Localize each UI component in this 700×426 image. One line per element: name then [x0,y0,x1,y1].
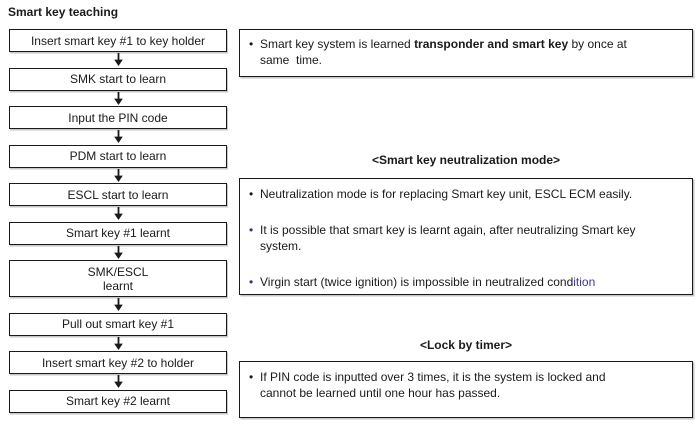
flow-step-smk-start: SMK start to learn [9,67,227,91]
down-arrow-icon [9,206,227,222]
flow-step-label: Smart key #2 learnt [65,394,171,408]
note-text: It is possible that smart key is learnt … [260,223,636,253]
note-item: • It is possible that smart key is learn… [249,222,684,254]
down-arrow-icon [9,168,227,184]
bullet-icon: • [249,275,254,289]
note-item: • Virgin start (twice ignition) is impos… [249,274,684,290]
down-arrow-icon [9,91,227,107]
down-arrow-icon [9,52,227,68]
flow-step-insert-key2: Insert smart key #2 to holder [9,351,227,374]
flow-step-label: SMK start to learn [69,72,167,86]
note-item: • If PIN code is inputted over 3 times, … [249,369,684,401]
flow-step-pdm-start: PDM start to learn [9,144,227,168]
note-text-segment: Virgin start (twice ignition) is impossi… [260,275,574,289]
teaching-note-text: Smart key system is learned transponder … [260,36,684,68]
flow-step-label: Insert smart key #1 to key holder [30,33,206,48]
note-item: • Smart key system is learned transponde… [249,36,684,68]
bullet-icon: • [249,223,254,237]
note-text-colored: ition [573,275,596,289]
bullet-icon: • [249,370,254,384]
notes-column: • Smart key system is learned transponde… [239,0,693,426]
flow-step-label: Smart key #1 learnt [65,226,171,240]
flow-step-label: PDM start to learn [69,149,167,163]
neutralization-heading: <Smart key neutralization mode> [371,153,561,167]
page-title: Smart key teaching [8,5,119,19]
down-arrow-icon [9,129,227,145]
flow-step-smk-escl-learnt: SMK/ESCL learnt [9,260,227,297]
note-text: If PIN code is inputted over 3 times, it… [260,370,606,400]
note-text-bold: transponder and smart key [414,37,569,51]
note-text: Neutralization mode is for replacing Sma… [260,187,633,201]
flow-step-key1-learnt: Smart key #1 learnt [9,221,227,245]
flow-step-label: SMK/ESCL learnt [87,264,149,293]
neutralization-note-box: • Neutralization mode is for replacing S… [239,178,693,295]
flow-step-label: ESCL start to learn [67,187,169,202]
lock-by-timer-note-box: • If PIN code is inputted over 3 times, … [239,361,693,418]
note-text: Virgin start (twice ignition) is impossi… [260,274,684,290]
flow-step-input-pin: Input the PIN code [9,106,227,129]
bullet-icon: • [249,37,254,51]
down-arrow-icon [9,374,227,390]
bullet-icon: • [249,187,254,201]
flow-step-key2-learnt: Smart key #2 learnt [9,389,227,413]
flow-step-label: Pull out smart key #1 [61,317,175,331]
note-text-segment: Smart key system is learned [260,37,415,51]
flowchart: Insert smart key #1 to key holder SMK st… [9,29,227,413]
flow-step-escl-start: ESCL start to learn [9,183,227,206]
flow-step-insert-key1: Insert smart key #1 to key holder [9,29,227,52]
down-arrow-icon [9,336,227,352]
down-arrow-icon [9,297,227,313]
note-text-segment: by once at same time. [260,37,627,67]
note-item: • Neutralization mode is for replacing S… [249,186,684,202]
flow-step-label: Insert smart key #2 to holder [41,355,195,370]
teaching-note-box: • Smart key system is learned transponde… [239,29,693,77]
down-arrow-icon [9,245,227,261]
flow-step-label: Input the PIN code [68,110,168,125]
lock-by-timer-heading: <Lock by timer> [419,338,513,352]
flow-step-pull-out-key1: Pull out smart key #1 [9,312,227,336]
